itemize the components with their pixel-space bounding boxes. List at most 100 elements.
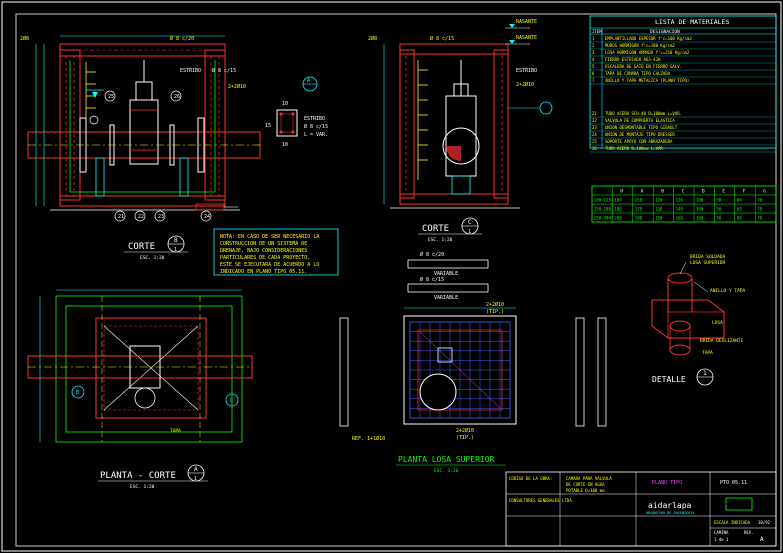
- svg-text:23: 23: [158, 214, 164, 220]
- detalle-losa-sup: LOSA SUPERIOR: [690, 260, 726, 266]
- materials-row-desc: TUBO ACERO D=100mm L=VAR.: [605, 146, 665, 151]
- planta-note: TAPA: [170, 428, 181, 434]
- corte-c-ref-dim: 2Ø8: [368, 35, 377, 42]
- dim-table-cell: 120: [676, 198, 684, 203]
- materials-row-desc: SOPORTE APOYO CON ABRAZADERA: [605, 139, 673, 144]
- materials-row-item: 5: [592, 64, 595, 69]
- losa-bar-top-1: Ø 8 c/20: [420, 251, 444, 258]
- detalle-bd2: BRIDA DESLIZANTE: [700, 338, 744, 344]
- tb-project-3: POTABLE D=100 mm: [566, 488, 605, 493]
- losa-tip-bottom: (TIP.): [456, 435, 474, 441]
- dim-table-cell: 120: [655, 198, 663, 203]
- corte-b-ref-dim: 2Ø8: [20, 35, 29, 42]
- note-line-3: DRENAJE, BAJO CONSIDERACIONES: [220, 248, 307, 254]
- materials-row-desc: LOSA HORMIGON ARMADO f'c=210 Kg/cm2: [605, 50, 690, 55]
- note-line-2: CONSTRUCCION DE UN SISTEMA DE: [220, 241, 307, 247]
- materials-col-desc: DESIGNACION: [650, 29, 680, 35]
- materials-row-item: 2: [592, 43, 595, 48]
- materials-row-item: 4: [592, 57, 595, 62]
- dim-table-cell: 50: [716, 207, 721, 212]
- dim-table-header: C: [682, 189, 685, 195]
- detalle-title: DETALLE: [652, 375, 686, 384]
- losa-bar-var-1: VARIABLE: [434, 271, 458, 277]
- dim-table-header: E: [722, 189, 725, 195]
- dim-table-cell: 180: [614, 207, 622, 212]
- estribo-detail: 10 15 10 ESTRIBO Ø 8 c/15 L = VAR. A: [265, 76, 328, 148]
- note-line-5: ESTE SE EJECUTARA DE ACUERDO A LO: [220, 262, 319, 268]
- svg-text:25: 25: [108, 94, 114, 100]
- planta-losa-title: PLANTA LOSA SUPERIOR: [398, 455, 495, 464]
- corte-b-scale: ESC. 1:20: [140, 255, 165, 261]
- dim-table-cell: 70: [757, 216, 762, 221]
- corte-c-rasante-1: RASANTE: [516, 19, 537, 25]
- dim-table-cell: 150: [635, 198, 643, 203]
- detalle-bd1: BRIDA SOLDADA: [690, 254, 726, 260]
- dim-table-cell: 150: [655, 216, 663, 221]
- corte-c-title: CORTE: [422, 224, 449, 234]
- dim-table-cell: 60: [737, 207, 742, 212]
- losa-spec-bottom: 2+2Ø10: [456, 427, 474, 434]
- tb-client-logo: [725, 497, 753, 511]
- dim-table-cell: 50: [716, 198, 721, 203]
- tb-sheet-label: PLANO TIPO: [652, 480, 682, 486]
- estribo-dim-left: 15: [265, 123, 271, 129]
- dim-table-cell: 190: [635, 216, 643, 221]
- materials-row-item: 6: [592, 71, 595, 76]
- corte-c-view: RASANTE RASANTE Ø 8 c/15 ESTRIBO 2+2Ø10 …: [368, 19, 553, 243]
- svg-text:22: 22: [138, 214, 144, 220]
- planta-corte-a-view: B C TAPA PLANTA - CORTE A 1 ESC. 1:20: [27, 289, 253, 490]
- title-block: CODIGO DE LA OBRA: CAMARA PARA VALVULA D…: [505, 471, 777, 547]
- corte-b-right-wall: [204, 49, 226, 201]
- dim-table-cell: 60: [737, 216, 742, 221]
- tb-rev-label: REV.: [744, 530, 754, 535]
- planta-section-b-marker: B: [76, 390, 79, 396]
- dim-table-cell: 150-200: [594, 207, 611, 212]
- materials-row-item: 26: [592, 146, 597, 151]
- materials-col-item: ITEM: [592, 29, 602, 34]
- losa-ref: REF. 1+1Ø10: [352, 435, 385, 442]
- drawing-frame: [15, 13, 777, 547]
- tb-project-2: DE CORTE EN AGUA: [566, 482, 605, 487]
- materials-row-desc: ESCALERA DE GATO EN FIERRO GALV.: [605, 64, 682, 69]
- materials-row-desc: EMPLANTILLADO ESPESOR f'c=100 Kg/cm2: [605, 36, 692, 41]
- corte-c-estribo: ESTRIBO: [516, 68, 537, 74]
- estribo-spec: Ø 8 c/15: [304, 123, 328, 130]
- dim-table-header: A: [641, 189, 644, 195]
- detalle-marker: 1: [703, 370, 707, 377]
- estribo-length: L = VAR.: [304, 132, 328, 138]
- note-line-6: INDICADO EN PLANO TIPO 05.11.: [220, 269, 307, 275]
- dim-table-cell: 60: [737, 198, 742, 203]
- dim-table-header: F: [743, 189, 746, 195]
- planta-corte-a-marker: A: [194, 466, 198, 473]
- materials-row-item: 25: [592, 139, 597, 144]
- tb-company-logo: aidarlapa: [648, 501, 692, 510]
- svg-text:26: 26: [174, 94, 180, 100]
- losa-bar-var-2: VARIABLE: [434, 295, 458, 301]
- dim-table-header: B: [661, 189, 664, 195]
- materials-row-desc: VALVULA DE COMPUERTA ELASTICA: [605, 118, 675, 123]
- tb-project-1: CAMARA PARA VALVULA: [566, 476, 612, 481]
- dim-table-cell: 130: [655, 207, 663, 212]
- corte-b-bar-spec: Ø 8 c/20: [170, 35, 194, 42]
- corte-c-bar-spec: Ø 8 c/15: [430, 35, 454, 42]
- corte-c-bar-spec-3: 2+2Ø10: [516, 81, 534, 88]
- materials-row-desc: FIERRO ESTRIADO A63-42H: [605, 57, 661, 62]
- materials-row-desc: TUBO ACERO SCH-40 D=100mm L=VAR.: [605, 111, 682, 116]
- dim-table-header: H: [620, 189, 623, 195]
- corte-b-estribo-label: ESTRIBO: [180, 68, 201, 74]
- dim-table-cell: 200: [614, 216, 622, 221]
- materials-row-desc: TAPA DE CAMARA TIPO CALZADA: [605, 71, 671, 76]
- dim-table-cell: 70: [757, 198, 762, 203]
- tb-lamina-label: LAMINA: [714, 530, 729, 535]
- note-line-4: PARTICULARES DE CADA PROYECTO,: [220, 255, 310, 261]
- svg-text:24: 24: [204, 214, 210, 220]
- materials-row-item: 1: [592, 36, 595, 41]
- dim-table-cell: 100: [696, 216, 704, 221]
- planta-losa-view: Ø 8 c/20 VARIABLE Ø 8 c/15 VARIABLE 2+2Ø…: [339, 251, 607, 474]
- corte-b-marker-sheet: 1: [174, 247, 177, 253]
- materials-row-desc: UNION DE MONTAJE TIPO DRESSER: [605, 132, 675, 137]
- dim-table-cell: 160: [614, 198, 622, 203]
